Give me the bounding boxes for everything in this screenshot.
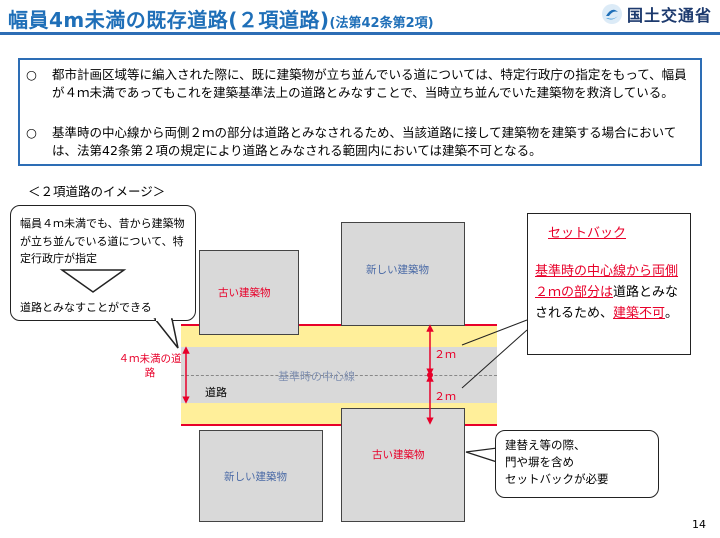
building-label: 古い建築物 [218, 287, 271, 299]
mlit-swirl-icon [601, 4, 622, 24]
callout-right-line1: 建替え等の際、 [505, 438, 586, 452]
callout-left-conclusion: 道路とみなすことができる [20, 301, 152, 314]
bullet-mark: ○ [26, 67, 37, 82]
building-new-bottom: 新しい建築物 [199, 430, 323, 522]
logo-text: 国土交通省 [626, 6, 712, 25]
center-line-label: 基準時の中心線 [278, 370, 355, 383]
building-label: 新しい建築物 [224, 471, 287, 483]
setback-body: 基準時の中心線から両側２ｍの部分は道路とみなされるため、建築不可。 [535, 261, 687, 324]
callout-left-text: 幅員４ｍ未満でも、昔から建築物が立ち並んでいる道について、特定行政庁が指定 [20, 217, 185, 265]
setback-body-plain: 道路とみなされるため、 [535, 285, 679, 321]
building-old-bottom: 古い建築物 [341, 408, 465, 522]
road-width-label: ４ｍ未満の道路 [118, 353, 182, 379]
dimension-label-bottom: ２ｍ [434, 390, 456, 403]
road-boundary-bottom [181, 424, 497, 426]
ministry-logo: 国土交通省 [601, 2, 712, 26]
diagram-caption: ＜２項道路のイメージ＞ [28, 184, 166, 199]
setback-body-emphasis: 基準時の中心線から両側２ｍの部分は [535, 264, 679, 300]
title-underline [0, 32, 720, 35]
callout-left [10, 205, 196, 321]
callout-right-line2: 門や塀を含め [505, 455, 574, 469]
road-label: 道路 [205, 386, 227, 399]
title-main: 幅員4m未満の既存道路(２項道路) [8, 8, 330, 32]
bullet-mark: ○ [26, 125, 37, 140]
building-label: 新しい建築物 [366, 264, 429, 276]
title-subtitle: (法第42条第2項) [329, 16, 434, 31]
building-old-top: 古い建築物 [199, 250, 299, 335]
callout-right [495, 430, 659, 498]
road-boundary-top [181, 324, 497, 326]
callout-right-tail [465, 447, 498, 463]
page-number: 14 [692, 518, 706, 531]
setback-body-end: 。 [665, 306, 679, 321]
setback-title: セットバック [548, 226, 627, 241]
building-label: 古い建築物 [372, 449, 425, 461]
building-new-top: 新しい建築物 [341, 222, 465, 326]
summary-box: ○ 都市計画区域等に編入された際に、既に建築物が立ち並んでいる道については、特定… [18, 58, 702, 166]
dimension-label-top: ２ｍ [434, 348, 456, 361]
callout-right-text: 建替え等の際、 門や塀を含め セットバックが必要 [505, 437, 655, 488]
bullet-text: 基準時の中心線から両側２ｍの部分は道路とみなされるため、当該道路に接して建築物を… [52, 125, 677, 158]
bullet-text: 都市計画区域等に編入された際に、既に建築物が立ち並んでいる道については、特定行政… [52, 67, 687, 100]
summary-bullet-1: ○ 都市計画区域等に編入された際に、既に建築物が立ち並んでいる道については、特定… [26, 66, 698, 101]
page-title: 幅員4m未満の既存道路(２項道路)(法第42条第2項) [8, 4, 434, 33]
callout-right-line3: セットバックが必要 [505, 472, 609, 486]
center-line [181, 375, 497, 376]
down-triangle-icon [59, 269, 127, 293]
leader-line-bottom [461, 329, 528, 389]
center-point [427, 372, 433, 378]
setback-box [527, 213, 691, 355]
summary-bullet-2: ○ 基準時の中心線から両側２ｍの部分は道路とみなされるため、当該道路に接して建築… [26, 124, 698, 159]
leader-line-top [461, 319, 528, 346]
setback-body-no-build: 建築不可 [613, 306, 666, 321]
